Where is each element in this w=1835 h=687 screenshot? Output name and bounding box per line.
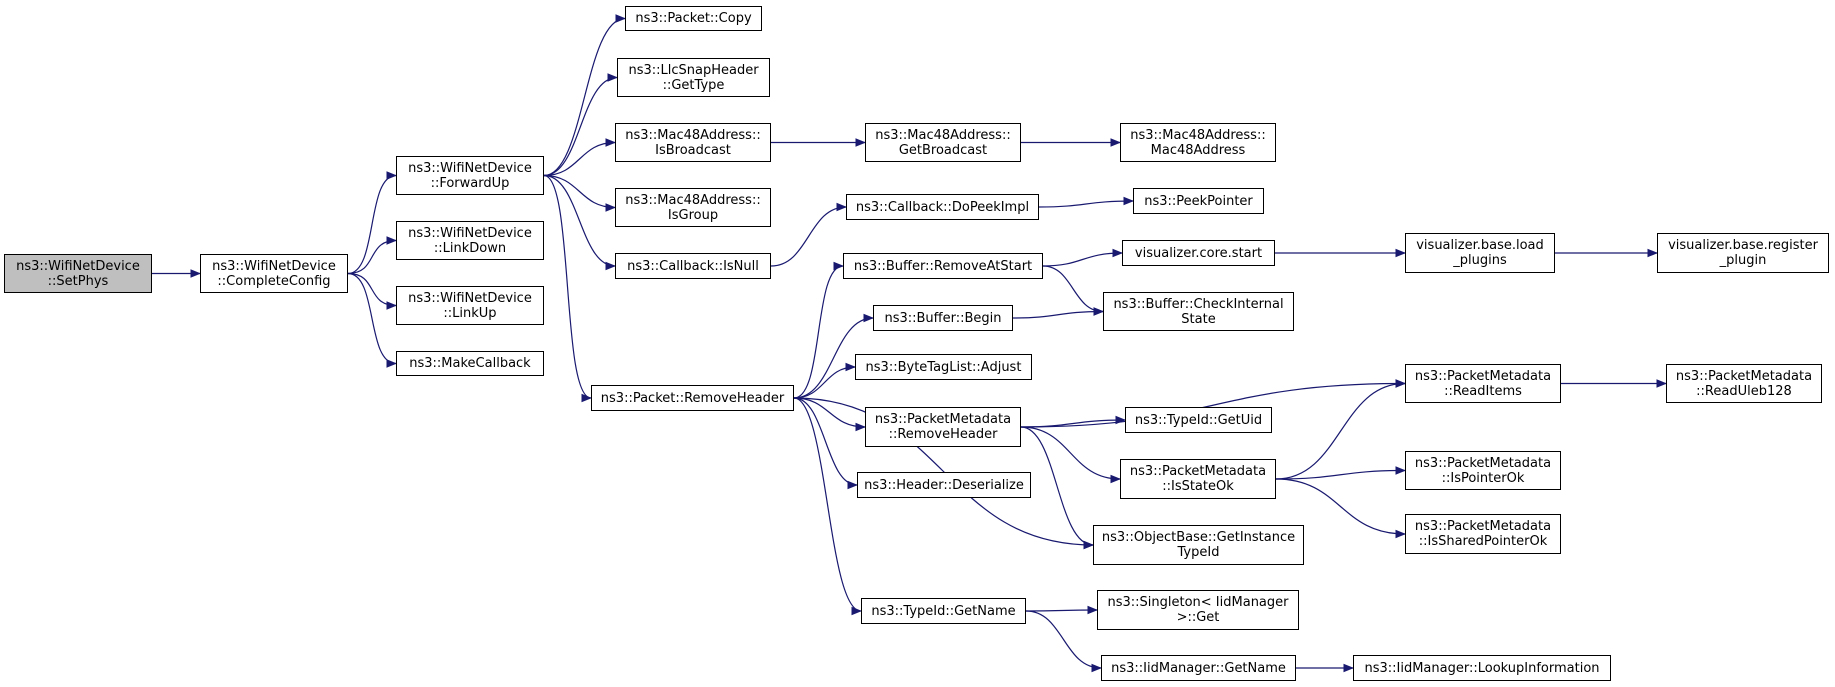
node-deserialize[interactable]: ns3::Header::Deserialize	[857, 472, 1031, 498]
edge-isnull-to-dopeekimpl	[770, 202, 848, 267]
edge-removeatstart-to-checkinternal	[1042, 265, 1105, 316]
node-bufbegin[interactable]: ns3::Buffer::Begin	[873, 305, 1013, 331]
node-isstateok[interactable]: ns3::PacketMetadata ::IsStateOk	[1120, 459, 1276, 499]
edge-typeidgetname-to-iidgetname	[1025, 610, 1103, 673]
node-lookupinfo[interactable]: ns3::IidManager::LookupInformation	[1353, 655, 1611, 681]
edge-forwardup-to-isbroadcast	[543, 138, 617, 177]
node-isnull[interactable]: ns3::Callback::IsNull	[615, 253, 771, 279]
node-ispointerok[interactable]: ns3::PacketMetadata ::IsPointerOk	[1405, 451, 1561, 490]
node-linkdown[interactable]: ns3::WifiNetDevice ::LinkDown	[396, 221, 544, 260]
edge-forwardup-to-llcgettype	[543, 73, 619, 177]
node-typeidgetname[interactable]: ns3::TypeId::GetName	[861, 598, 1026, 624]
node-forwardup[interactable]: ns3::WifiNetDevice ::ForwardUp	[396, 156, 544, 195]
node-peekpointer[interactable]: ns3::PeekPointer	[1133, 188, 1264, 214]
node-dopeekimpl[interactable]: ns3::Callback::DoPeekImpl	[846, 194, 1039, 220]
node-iidgetname[interactable]: ns3::IidManager::GetName	[1101, 655, 1296, 681]
node-isbroadcast[interactable]: ns3::Mac48Address:: IsBroadcast	[615, 123, 771, 162]
node-makecallback[interactable]: ns3::MakeCallback	[396, 351, 544, 376]
node-completeconfig[interactable]: ns3::WifiNetDevice ::CompleteConfig	[200, 254, 348, 293]
edge-forwardup-to-isnull	[543, 174, 617, 271]
edge-pmremoveheader-to-getinstance	[1020, 426, 1095, 550]
node-isgroup[interactable]: ns3::Mac48Address:: IsGroup	[615, 188, 771, 227]
edge-removeheader-to-bufbegin	[793, 313, 875, 399]
node-linkup[interactable]: ns3::WifiNetDevice ::LinkUp	[396, 286, 544, 325]
node-bytetagadjust[interactable]: ns3::ByteTagList::Adjust	[855, 354, 1032, 380]
edge-forwardup-to-packetcopy	[543, 14, 627, 177]
node-loadplugins[interactable]: visualizer.base.load _plugins	[1405, 233, 1555, 273]
node-removeatstart[interactable]: ns3::Buffer::RemoveAtStart	[843, 253, 1043, 279]
node-checkinternal[interactable]: ns3::Buffer::CheckInternal State	[1103, 292, 1294, 331]
node-getuid[interactable]: ns3::TypeId::GetUid	[1125, 407, 1272, 433]
node-setphys: ns3::WifiNetDevice ::SetPhys	[4, 254, 152, 293]
node-registerplugin[interactable]: visualizer.base.register _plugin	[1657, 233, 1829, 273]
edge-completeconfig-to-linkup	[347, 272, 398, 310]
edge-bufbegin-to-checkinternal	[1012, 307, 1105, 319]
edge-pmremoveheader-to-readitems	[1020, 379, 1407, 428]
node-getbroadcast[interactable]: ns3::Mac48Address:: GetBroadcast	[865, 123, 1021, 162]
edge-removeheader-to-getinstance	[793, 397, 1095, 550]
edge-completeconfig-to-forwardup	[347, 171, 398, 275]
edge-removeatstart-to-vcorestart	[1042, 248, 1124, 267]
node-vcorestart[interactable]: visualizer.core.start	[1122, 240, 1275, 266]
node-getinstance[interactable]: ns3::ObjectBase::GetInstance TypeId	[1093, 525, 1304, 565]
edge-removeheader-to-removeatstart	[793, 261, 845, 399]
edge-completeconfig-to-makecallback	[347, 272, 398, 368]
node-readuleb[interactable]: ns3::PacketMetadata ::ReadUleb128	[1666, 364, 1822, 403]
node-pmremoveheader[interactable]: ns3::PacketMetadata ::RemoveHeader	[865, 407, 1021, 447]
edge-isstateok-to-readitems	[1275, 379, 1407, 480]
node-removeheader[interactable]: ns3::Packet::RemoveHeader	[591, 385, 794, 411]
node-singletonget[interactable]: ns3::Singleton< IidManager >::Get	[1097, 590, 1299, 630]
edge-dopeekimpl-to-peekpointer	[1038, 196, 1135, 208]
edge-forwardup-to-isgroup	[543, 174, 617, 212]
edge-removeheader-to-deserialize	[793, 397, 859, 490]
node-mac48ctor[interactable]: ns3::Mac48Address:: Mac48Address	[1120, 123, 1276, 162]
node-issharedok[interactable]: ns3::PacketMetadata ::IsSharedPointerOk	[1405, 514, 1561, 554]
edge-isstateok-to-ispointerok	[1275, 466, 1407, 480]
edge-pmremoveheader-to-isstateok	[1020, 426, 1122, 484]
edge-completeconfig-to-linkdown	[347, 236, 398, 275]
edge-removeheader-to-bytetagadjust	[793, 362, 857, 399]
edge-typeidgetname-to-singletonget	[1025, 605, 1099, 615]
edge-removeheader-to-typeidgetname	[793, 397, 863, 616]
node-readitems[interactable]: ns3::PacketMetadata ::ReadItems	[1405, 364, 1561, 403]
node-packetcopy[interactable]: ns3::Packet::Copy	[625, 6, 762, 31]
node-llcgettype[interactable]: ns3::LlcSnapHeader ::GetType	[617, 58, 770, 97]
edge-isstateok-to-issharedok	[1275, 478, 1407, 539]
edge-pmremoveheader-to-getuid	[1020, 415, 1127, 428]
edge-forwardup-to-removeheader	[543, 174, 593, 403]
